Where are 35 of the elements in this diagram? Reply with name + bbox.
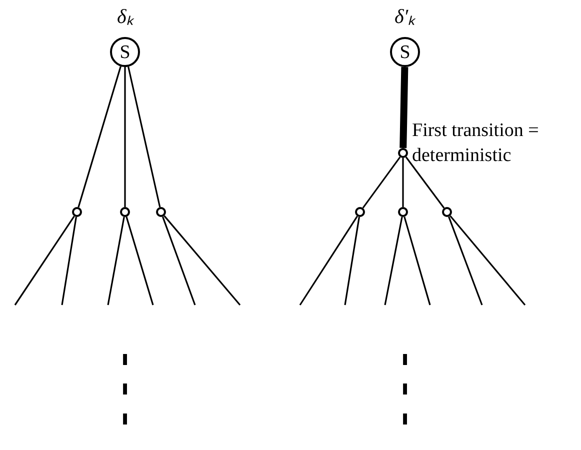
vertical-ellipsis: ⋮ [106,345,144,432]
line [162,216,196,306]
line [107,216,125,306]
line [164,215,241,306]
chance-node-circle [72,207,82,217]
tree-title: δₖ [117,5,134,29]
line [61,216,77,306]
chance-node-circle [156,207,166,217]
state-circle [110,37,140,67]
chance-node-circle [442,207,452,217]
tree-title: δ′ₖ [394,5,416,29]
line [404,216,431,306]
state-label: S [400,42,410,62]
edge-label: First transition = deterministic [412,119,540,168]
thick-line [400,66,408,148]
line [124,67,126,207]
chance-node-circle [355,207,365,217]
chance-node-circle [398,148,408,158]
line [362,156,401,208]
chance-node-circle [120,207,130,217]
line [299,216,358,306]
line [405,156,445,208]
line [402,158,404,207]
line [450,215,526,306]
line [126,216,154,306]
line [344,216,360,306]
state-circle [390,37,420,67]
line [128,66,161,208]
vertical-ellipsis: ⋮ [386,345,424,432]
line [384,216,403,306]
line [78,66,122,208]
state-label: S [120,42,130,62]
chance-node-circle [398,207,408,217]
line [448,216,483,306]
line [14,216,75,306]
